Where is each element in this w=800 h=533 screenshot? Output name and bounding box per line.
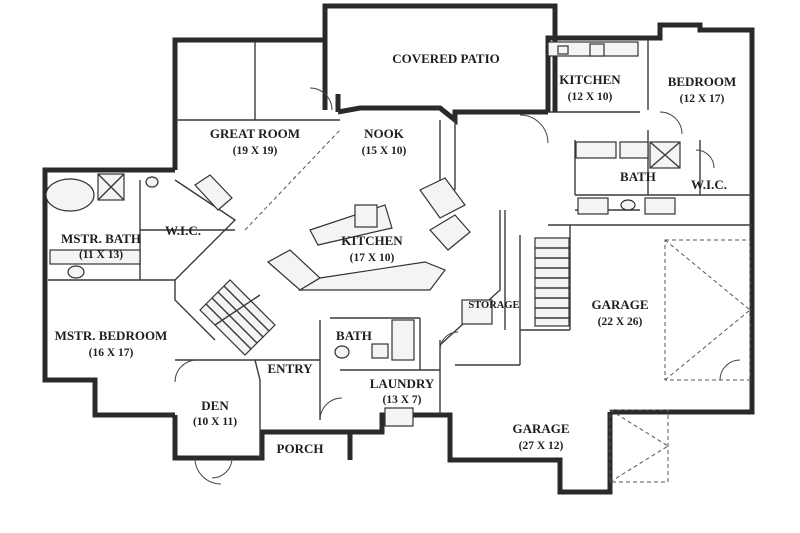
label-den: DEN	[201, 398, 229, 413]
label-kitchen-suite: KITCHEN	[559, 72, 621, 87]
size-den: (10 X 11)	[193, 416, 237, 428]
center-bath-fixtures	[334, 299, 493, 427]
room-labels: COVERED PATIO GREAT ROOM (19 X 19) NOOK …	[55, 51, 737, 456]
label-bath-suite: BATH	[620, 169, 656, 184]
size-garage-upper: (22 X 26)	[598, 316, 643, 328]
size-mstr-bath: (11 X 13)	[79, 249, 123, 261]
label-bedroom: BEDROOM	[668, 74, 737, 89]
master-bath-fixtures	[45, 173, 233, 279]
label-laundry: LAUNDRY	[370, 376, 435, 391]
size-garage-lower: (27 X 12)	[519, 440, 564, 452]
label-garage-lower: GARAGE	[512, 421, 569, 436]
garage-stairs	[534, 237, 570, 327]
door-swings	[174, 87, 741, 485]
main-stairs	[199, 279, 276, 356]
size-nook: (15 X 10)	[362, 145, 407, 157]
kitchen-counters	[266, 41, 681, 291]
exterior-walls	[42, 3, 755, 495]
label-nook: NOOK	[364, 126, 405, 141]
label-storage: STORAGE	[468, 300, 519, 311]
label-kitchen-main: KITCHEN	[341, 233, 403, 248]
label-garage-upper: GARAGE	[591, 297, 648, 312]
label-mstr-bath: MSTR. BATH	[61, 231, 141, 246]
size-bedroom: (12 X 17)	[680, 93, 725, 105]
garage-doors	[609, 239, 751, 483]
label-wic-suite: W.I.C.	[691, 177, 727, 192]
size-great-room: (19 X 19)	[233, 145, 278, 157]
label-bath-center: BATH	[336, 328, 372, 343]
size-mstr-bedroom: (16 X 17)	[89, 347, 134, 359]
label-great-room: GREAT ROOM	[210, 126, 300, 141]
size-kitchen-suite: (12 X 10)	[568, 91, 613, 103]
label-wic-master: W.I.C.	[165, 223, 201, 238]
size-laundry: (13 X 7)	[383, 394, 422, 406]
label-covered-patio: COVERED PATIO	[392, 51, 500, 66]
size-kitchen-main: (17 X 10)	[350, 252, 395, 264]
label-mstr-bedroom: MSTR. BEDROOM	[55, 328, 168, 343]
label-porch: PORCH	[277, 441, 324, 456]
label-entry: ENTRY	[267, 361, 313, 376]
